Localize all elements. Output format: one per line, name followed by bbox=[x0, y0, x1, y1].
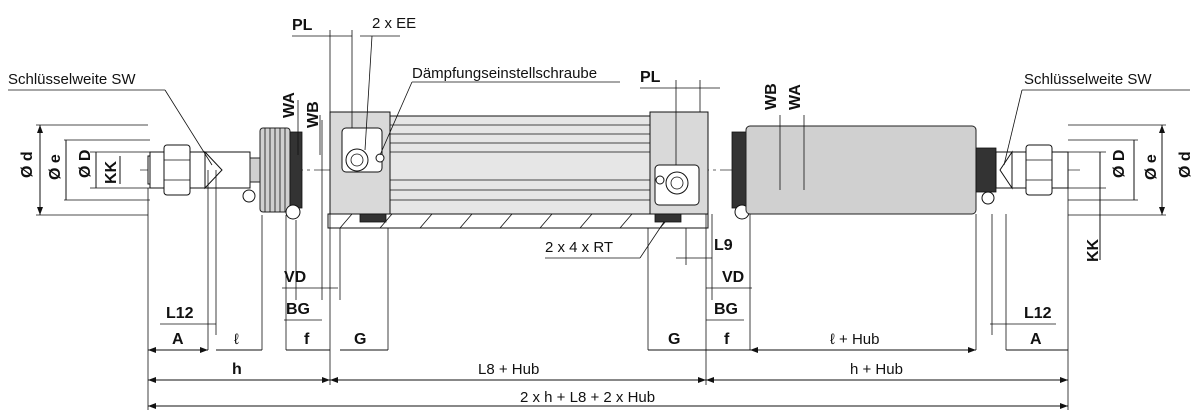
top-callouts bbox=[8, 35, 1190, 190]
g-right-label: G bbox=[668, 331, 680, 348]
total-label: 2 x h + L8 + 2 x Hub bbox=[520, 389, 655, 406]
d-right-label: Ø d bbox=[1177, 151, 1194, 178]
sw-right-label: Schlüsselweite SW bbox=[1024, 71, 1152, 88]
e-left-label: Ø e bbox=[47, 154, 64, 180]
extension-lines bbox=[147, 30, 1069, 410]
pl-right-label: PL bbox=[640, 69, 661, 86]
left-rod-end bbox=[147, 144, 251, 196]
wa-left-label: WA bbox=[281, 92, 298, 118]
l12-right-label: L12 bbox=[1024, 305, 1052, 322]
a-right-label: A bbox=[1030, 331, 1042, 348]
kk-left-label: KK bbox=[103, 160, 120, 184]
cylinder-body bbox=[327, 111, 709, 229]
D-right-label: Ø D bbox=[1111, 150, 1128, 178]
right-bellows bbox=[731, 125, 997, 220]
l9-label: L9 bbox=[714, 237, 733, 254]
bg-right-label: BG bbox=[714, 301, 738, 318]
l-left-label: ℓ bbox=[234, 331, 239, 348]
f-right-label: f bbox=[724, 331, 730, 348]
h-hub-label: h + Hub bbox=[850, 361, 903, 378]
left-diameter-dimensions bbox=[36, 124, 150, 216]
l-hub-label: ℓ + Hub bbox=[830, 331, 879, 348]
bg-left-label: BG bbox=[286, 301, 310, 318]
d-left-label: Ø d bbox=[19, 151, 36, 178]
left-bellows bbox=[242, 127, 303, 220]
sw-left-label: Schlüsselweite SW bbox=[8, 71, 136, 88]
a-left-label: A bbox=[172, 331, 184, 348]
right-diameter-dimensions bbox=[1068, 124, 1166, 260]
pl-left-label: PL bbox=[292, 17, 313, 34]
arrowheads bbox=[37, 125, 1165, 409]
f-left-label: f bbox=[304, 331, 310, 348]
l12-left-label: L12 bbox=[166, 305, 194, 322]
h-left-label: h bbox=[232, 361, 242, 378]
lower-callouts bbox=[282, 221, 752, 289]
g-left-label: G bbox=[354, 331, 366, 348]
ee-label: 2 x EE bbox=[372, 15, 416, 32]
wb-left-label: WB bbox=[305, 101, 322, 128]
e-right-label: Ø e bbox=[1143, 154, 1160, 180]
wa-right-label: WA bbox=[787, 84, 804, 110]
vd-left-label: VD bbox=[284, 269, 306, 286]
D-left-label: Ø D bbox=[77, 150, 94, 178]
rt-label: 2 x 4 x RT bbox=[545, 239, 613, 256]
l8-hub-label: L8 + Hub bbox=[478, 361, 539, 378]
kk-right-label: KK bbox=[1085, 238, 1102, 262]
right-rod-end bbox=[995, 144, 1069, 196]
wb-right-label: WB bbox=[763, 83, 780, 110]
vd-right-label: VD bbox=[722, 269, 744, 286]
cushion-screw-label: Dämpfungseinstellschraube bbox=[412, 65, 597, 82]
